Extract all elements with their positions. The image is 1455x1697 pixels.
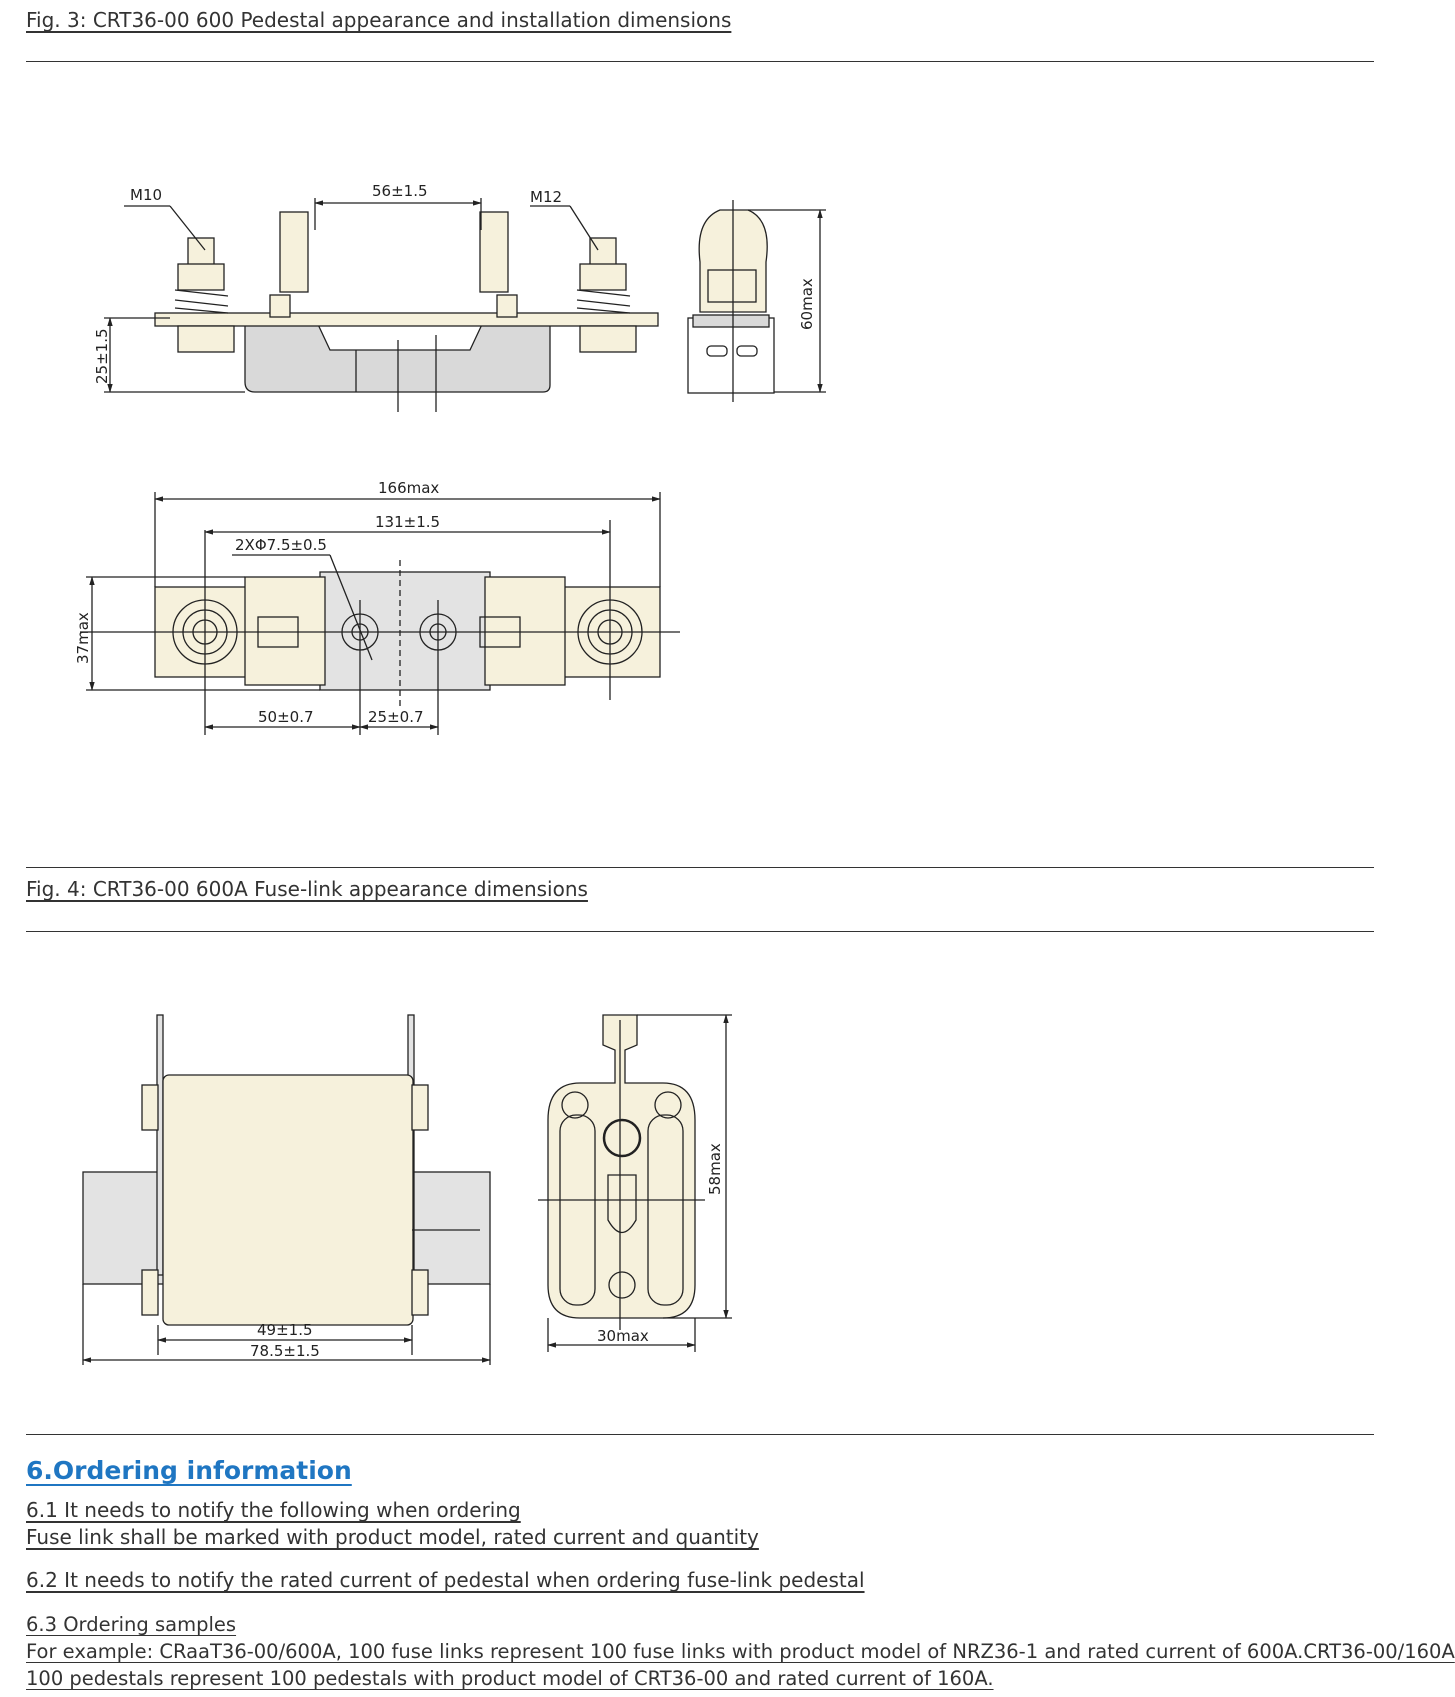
divider-rule bbox=[26, 931, 1374, 932]
dim-166: 166max bbox=[378, 479, 439, 497]
dim-50: 50±0.7 bbox=[258, 708, 314, 726]
paragraph-line: 6.3 Ordering samples bbox=[26, 1613, 237, 1636]
dim-25-height: 25±1.5 bbox=[93, 328, 111, 384]
dim-131: 131±1.5 bbox=[375, 513, 440, 531]
section-title-ordering: 6.Ordering information bbox=[26, 1456, 352, 1485]
dim-56: 56±1.5 bbox=[372, 182, 428, 200]
paragraph-6-3: 6.3 Ordering samples For example: CRaaT3… bbox=[26, 1611, 1455, 1692]
paragraph-6-2: 6.2 It needs to notify the rated current… bbox=[26, 1567, 865, 1594]
dim-holes: 2XΦ7.5±0.5 bbox=[235, 536, 327, 554]
dim-37: 37max bbox=[74, 612, 92, 664]
paragraph-line: For example: CRaaT36-00/600A, 100 fuse l… bbox=[26, 1640, 1455, 1663]
dim-78-5: 78.5±1.5 bbox=[250, 1342, 320, 1360]
label-m12: M12 bbox=[530, 188, 562, 206]
dim-30: 30max bbox=[597, 1327, 649, 1345]
dim-25-offset: 25±0.7 bbox=[368, 708, 424, 726]
figure-3-caption: Fig. 3: CRT36-00 600 Pedestal appearance… bbox=[26, 8, 732, 32]
figure-4-caption: Fig. 4: CRT36-00 600A Fuse-link appearan… bbox=[26, 877, 588, 901]
dim-58: 58max bbox=[706, 1143, 724, 1195]
divider-rule bbox=[26, 1434, 1374, 1435]
dim-60: 60max bbox=[798, 278, 816, 330]
divider-rule bbox=[26, 61, 1374, 62]
paragraph-line: 6.1 It needs to notify the following whe… bbox=[26, 1498, 521, 1522]
paragraph-line: Fuse link shall be marked with product m… bbox=[26, 1525, 759, 1549]
divider-rule bbox=[26, 867, 1374, 868]
dim-49: 49±1.5 bbox=[257, 1321, 313, 1339]
paragraph-line: 6.2 It needs to notify the rated current… bbox=[26, 1568, 865, 1592]
paragraph-6-1: 6.1 It needs to notify the following whe… bbox=[26, 1497, 759, 1551]
label-m10: M10 bbox=[130, 186, 162, 204]
paragraph-line: 100 pedestals represent 100 pedestals wi… bbox=[26, 1667, 994, 1690]
fuse-link-drawing: 49±1.5 78.5±1.5 58max 30max bbox=[82, 1014, 732, 1365]
pedestal-drawing: M10 M12 56±1.5 25±1.5 60max 166max 131±1… bbox=[74, 182, 826, 735]
